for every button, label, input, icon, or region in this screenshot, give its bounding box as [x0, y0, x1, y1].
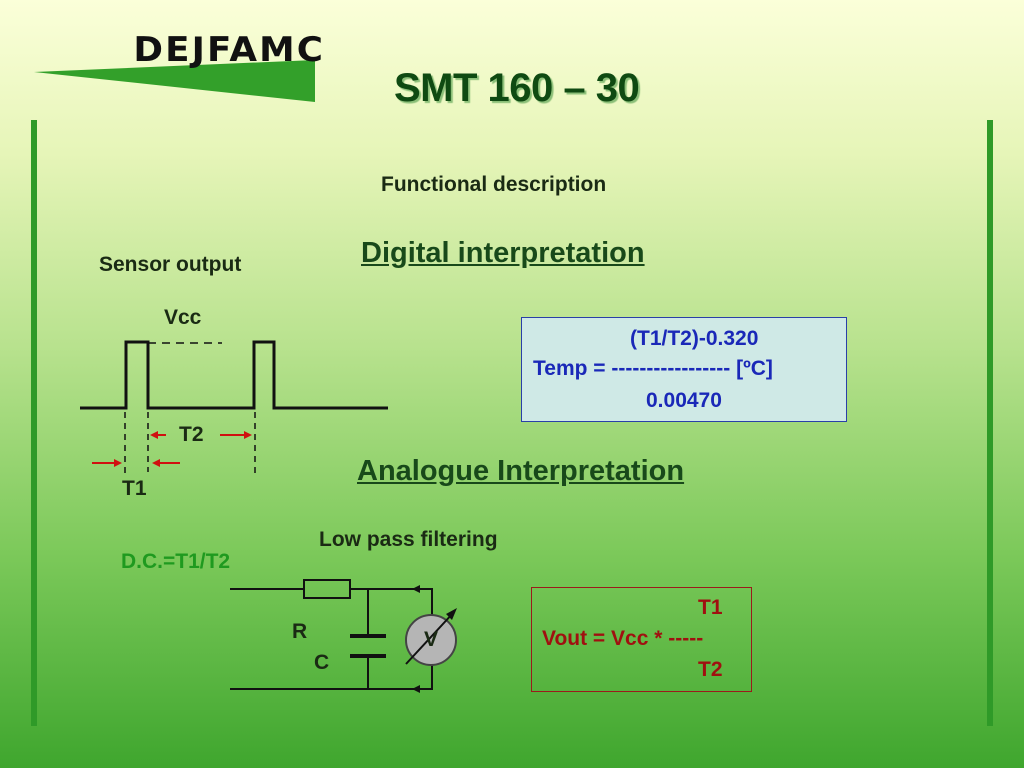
right-border-bar	[987, 120, 993, 726]
slide-title: SMT 160 – 30	[394, 66, 640, 110]
voltmeter-needle	[405, 611, 455, 665]
logo-text: DEJFAMC	[133, 30, 326, 70]
voltmeter-circle	[405, 614, 457, 666]
left-border-bar	[31, 120, 37, 726]
digital-formula-box: (T1/T2)-0.320 Temp = ----------------- […	[521, 317, 847, 422]
voltmeter-label: V	[424, 628, 439, 651]
resistor-label: R	[292, 620, 308, 643]
t1-label: T1	[122, 477, 147, 500]
t2-right-arrow	[244, 431, 252, 439]
digital-formula-line: Temp = ----------------- [ºC]	[533, 357, 773, 380]
functional-description-label: Functional description	[381, 173, 607, 196]
duty-cycle-label: D.C.=T1/T2	[121, 550, 231, 573]
analogue-interpretation-heading: Analogue Interpretation	[357, 455, 685, 487]
resistor-symbol	[303, 579, 351, 599]
t2-label: T2	[179, 423, 204, 446]
waveform-diagram	[76, 300, 396, 500]
analogue-formula-denominator: T2	[698, 658, 723, 681]
digital-formula-denominator: 0.00470	[646, 389, 722, 412]
digital-formula-numerator: (T1/T2)-0.320	[630, 327, 759, 350]
t1-left-arrow	[114, 459, 122, 467]
rc-circuit-diagram	[228, 570, 468, 700]
pulse-signal	[80, 340, 388, 410]
analogue-formula-box: T1 Vout = Vcc * ----- T2	[531, 587, 752, 692]
analogue-formula-line: Vout = Vcc * -----	[542, 627, 704, 650]
vcc-label: Vcc	[164, 306, 202, 329]
t2-left-arrow	[150, 431, 158, 439]
analogue-formula-numerator: T1	[698, 596, 723, 619]
t1-right-arrow	[152, 459, 160, 467]
capacitor-label: C	[314, 651, 330, 674]
sensor-output-label: Sensor output	[99, 253, 242, 276]
digital-interpretation-heading: Digital interpretation	[361, 237, 645, 269]
logo: DEJFAMC	[34, 30, 323, 106]
low-pass-filtering-label: Low pass filtering	[319, 528, 498, 551]
logo-graphic	[34, 60, 315, 102]
